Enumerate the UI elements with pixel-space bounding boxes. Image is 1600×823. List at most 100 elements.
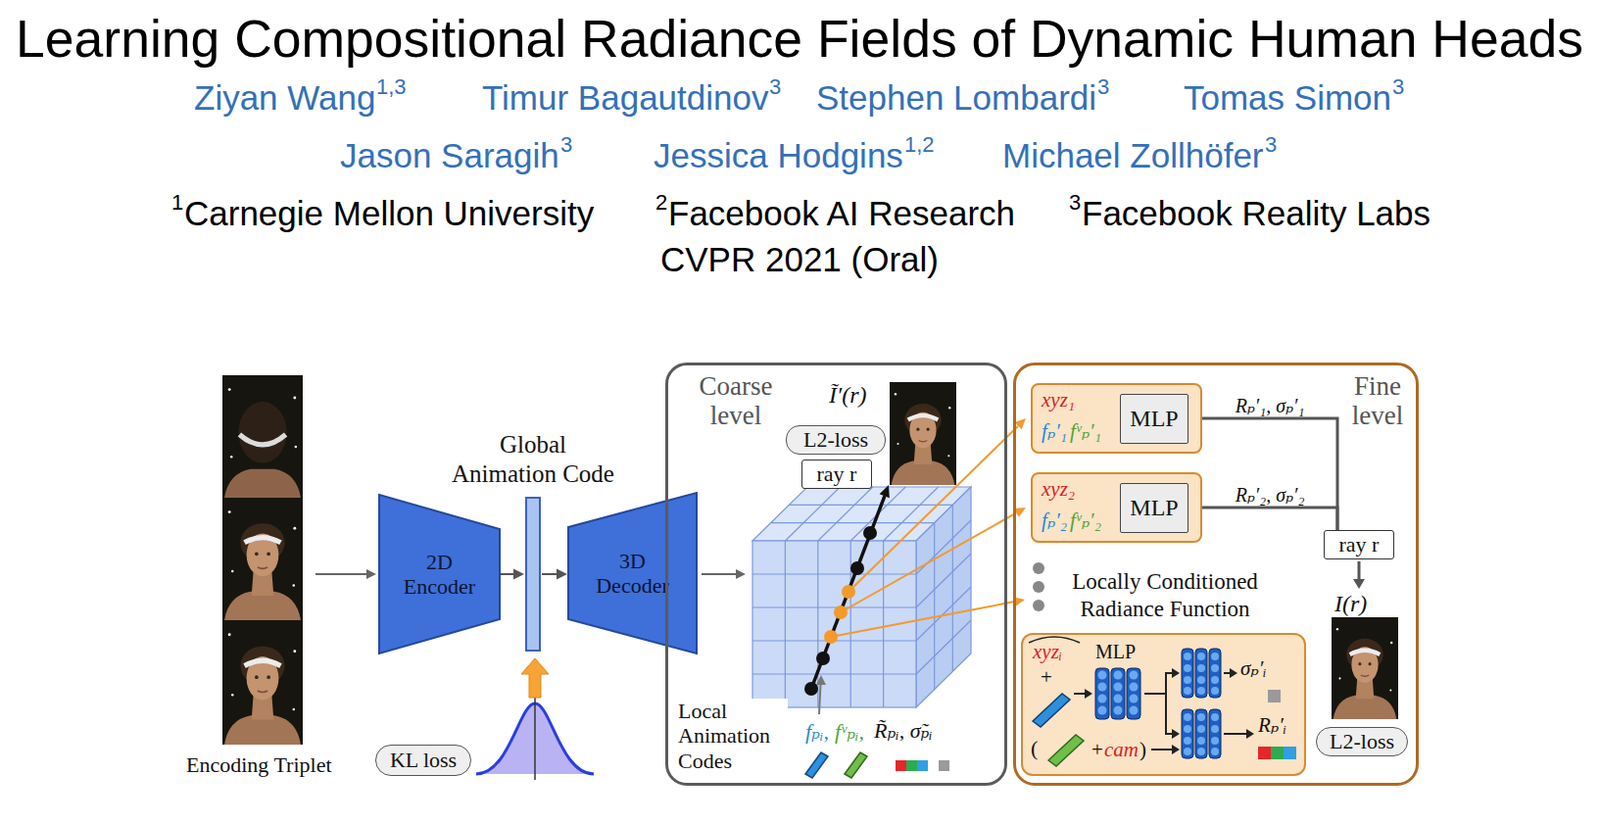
image-label: Ĩ′(r) [828,382,868,410]
arrowhead [816,675,826,685]
radiance-function-panel-text: σₚ′ᵢ [1240,656,1267,680]
radiance-function-panel-text: ) [1139,737,1147,762]
density-swatch [1267,689,1281,703]
flow-arrow [1073,692,1086,695]
edge-label: Rₚ′₁, σₚ′₁ [1235,394,1306,418]
ellipsis-dot [1032,581,1045,593]
radiance-function-panel-text: Locally Conditioned Radiance Function [1042,568,1288,623]
arrowhead [1353,579,1365,589]
title: Learning Compositional Radiance Fields o… [15,8,1584,70]
sample-point [804,681,819,696]
affiliation-mark: 3 [560,132,573,157]
color-swatch [1270,746,1284,760]
leader-line [840,512,1017,613]
radiance-function-panel: Locally Conditioned Radiance Functionxyz… [1020,632,1307,776]
loss-pill: L2-loss [1315,727,1408,757]
sample-point [816,651,830,666]
affiliation-name: Facebook AI Research [668,193,1016,234]
radiance-function-panel-text: ( [1030,735,1038,761]
mlp-layers [1095,668,1141,720]
code-bar: Global Animation Code [525,496,541,652]
arrowhead [1246,728,1255,739]
gaussian-axis [533,697,536,780]
color-swatch [895,760,907,772]
connector-line [1202,507,1338,531]
rendered-image [889,382,957,485]
affiliation-mark: 1,3 [376,74,407,99]
author-name: Michael Zollhöfer [1002,136,1264,176]
author-name: Ziyan Wang [193,78,376,118]
radiance-function-panel-text: MLP [1095,640,1136,664]
mlp-input-block: xyz₁ fₚ′₁fᵛₚ′₁ MLP [1030,383,1203,454]
caption-text: Local Animation Codes [678,698,788,774]
fine-level-panel-text: Fine level [1341,371,1414,431]
author-name: Jessica Hodgins [653,136,904,176]
mlp-input-block-text: fₚ′₁ [1041,419,1067,443]
radiance-function-panel-text: + [1040,665,1053,689]
affiliation-mark: 3 [1392,74,1405,99]
ray-box-text: ray r [1339,532,1380,557]
decoder-trapezoid-text: 3D Decoder [587,548,679,599]
flow-arrow [701,573,737,576]
symbol-label: fᵛₚᵢ, [834,719,865,744]
coarse-level-panel-text: Coarse level [681,371,790,431]
affiliation-name: Carnegie Mellon University [184,193,594,234]
connector [541,569,568,581]
venue: CVPR 2021 (Oral) [660,240,939,280]
flow-arrow [1165,693,1172,734]
affiliation-mark: 1,2 [904,132,935,157]
flow-arrow [1357,561,1361,581]
affiliation-mark: 3 [769,74,781,99]
voxel-cube [752,486,971,708]
leader-line [830,601,1015,637]
affiliation-mark: 2 [655,190,668,215]
arrowhead [513,569,525,581]
loss-pill: KL loss [375,744,472,776]
connector-line [1202,418,1338,531]
encoder-trapezoid: 2D Encoder [379,494,500,654]
flow-arrow [315,573,368,576]
connector-line [541,573,557,576]
mlp-input-block-text: xyz₁ [1041,387,1075,412]
code-bar-text: Global Animation Code [446,430,620,489]
symbol-label: R̃ₚᵢ, σ̃ₚᵢ [873,718,933,743]
loss-pill-text: L2-loss [803,427,869,452]
fine-level-panel: Fine levelxyz₁fₚ′₁fᵛₚ′₁MLPxyz₂fₚ′₂fᵛₚ′₂M… [1013,362,1419,786]
author-name: Stephen Lombardi [816,78,1097,118]
radiance-function-art [1022,634,1309,778]
mlp-box-text: MLP [1129,494,1178,523]
input-photo [222,620,303,745]
author-name: Tomas Simon [1183,78,1392,118]
mlp-input-block: xyz₂fₚ′₂fᵛₚ′₂MLP [1030,472,1203,543]
input-photo [222,497,303,621]
code-vector-icon [1048,734,1084,767]
arrowhead [1015,418,1026,430]
flow-arrow [1223,732,1247,735]
leader-line [819,683,822,715]
flow-arrow [1223,672,1230,675]
sample-point [863,526,877,540]
radiance-function-panel-text: cam [1104,737,1139,762]
ray-box: ray r [1323,530,1395,560]
camera-ray [811,495,885,689]
color-swatch [1258,746,1271,760]
mlp-box-text: MLP [1129,405,1178,434]
mlp-box: MLP [1119,483,1189,534]
ray-box: ray r [801,459,873,489]
color-swatch [917,760,928,772]
arrowhead [879,484,890,498]
mlp-input-block-text: fᵛₚ′₁ [1069,419,1102,443]
ray-box-text: ray r [817,461,858,486]
affiliation-mark: 3 [1264,132,1277,157]
arrowhead [366,569,377,580]
flow-arrow [1144,673,1172,694]
image-label: I(r) [1334,590,1367,619]
arrowhead [735,569,746,580]
code-vector-icon [805,752,828,778]
loss-pill-text: KL loss [389,747,457,773]
arrowhead [1084,688,1093,699]
radiance-function-panel-text: xyzᵢ [1032,639,1063,664]
affiliation-mark: 3 [1068,190,1081,215]
loss-pill: L2-loss [785,425,886,455]
